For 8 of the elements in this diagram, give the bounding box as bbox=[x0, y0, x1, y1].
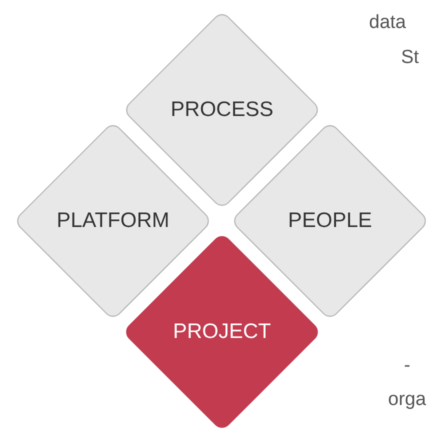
text-fragment: St bbox=[401, 47, 419, 69]
text-fragment: - bbox=[404, 355, 410, 377]
text-fragment: orga bbox=[388, 389, 426, 411]
diamond-label: PROCESS bbox=[170, 98, 274, 122]
diamond-label: PEOPLE bbox=[286, 209, 374, 233]
diamond-label: PROJECT bbox=[172, 320, 272, 344]
text-fragment: data bbox=[369, 12, 406, 34]
diamond-label: PLATFORM bbox=[56, 209, 170, 233]
